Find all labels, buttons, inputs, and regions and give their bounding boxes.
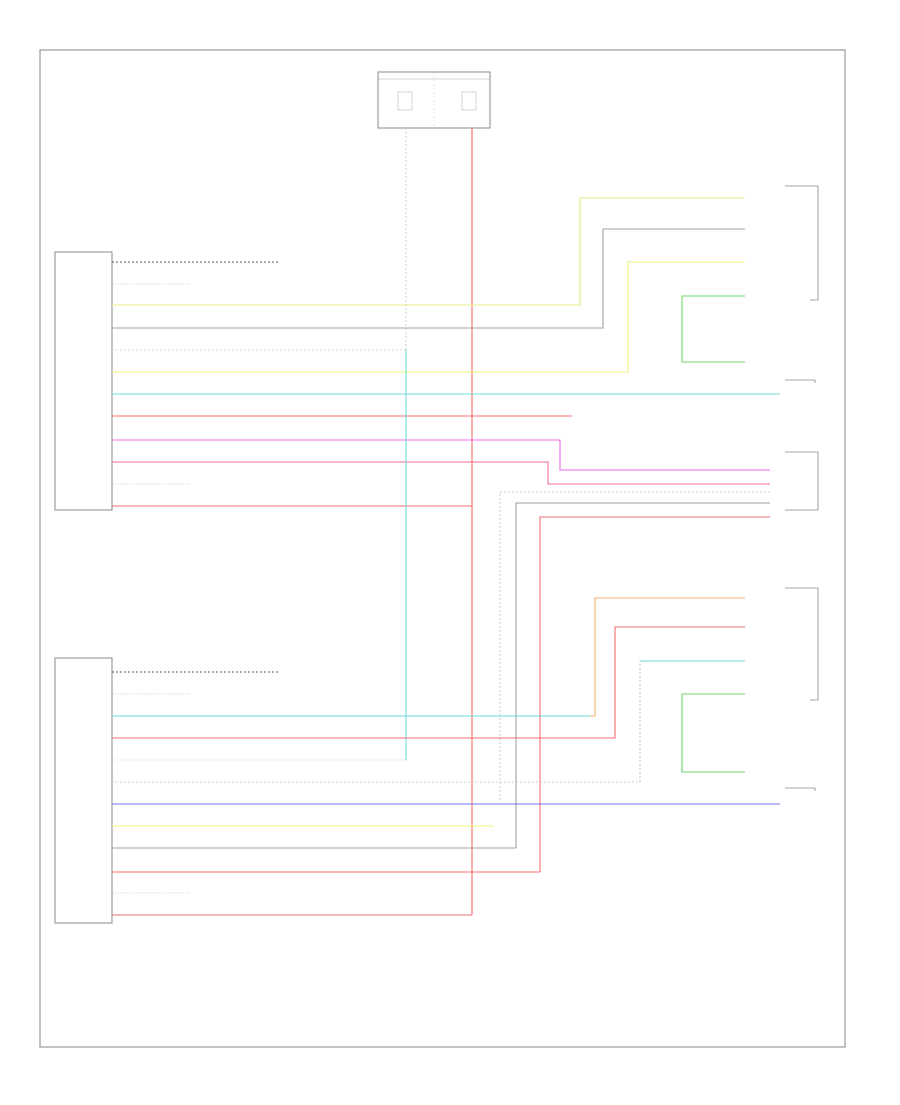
wire-lower-cyan-1 bbox=[112, 597, 745, 717]
wire-conn-red-c bbox=[539, 516, 770, 872]
wire-lower-red-1 bbox=[112, 626, 745, 739]
driver-seat-module bbox=[54, 251, 113, 511]
wire-conn-gray-b bbox=[515, 502, 770, 848]
wire-group bbox=[112, 197, 780, 916]
fuse-junction-block bbox=[377, 71, 491, 129]
wire-lower-gray-1 bbox=[112, 660, 745, 783]
wire-upper-magenta-1 bbox=[112, 439, 770, 471]
wire-conn-gray-a bbox=[499, 491, 770, 802]
right-connectors-lower bbox=[785, 587, 819, 791]
wire-upper-pink-1 bbox=[112, 461, 770, 485]
passenger-seat-module bbox=[54, 657, 113, 924]
wire-upper-gray-1 bbox=[112, 228, 745, 329]
diagram-border bbox=[39, 49, 846, 1048]
wire-upper-yellow-1 bbox=[112, 197, 745, 306]
wire-lower-green-loop bbox=[681, 693, 745, 773]
wire-upper-green-loop bbox=[681, 295, 745, 363]
right-connectors-upper bbox=[785, 185, 819, 511]
wire-upper-yellow-2 bbox=[112, 261, 745, 373]
